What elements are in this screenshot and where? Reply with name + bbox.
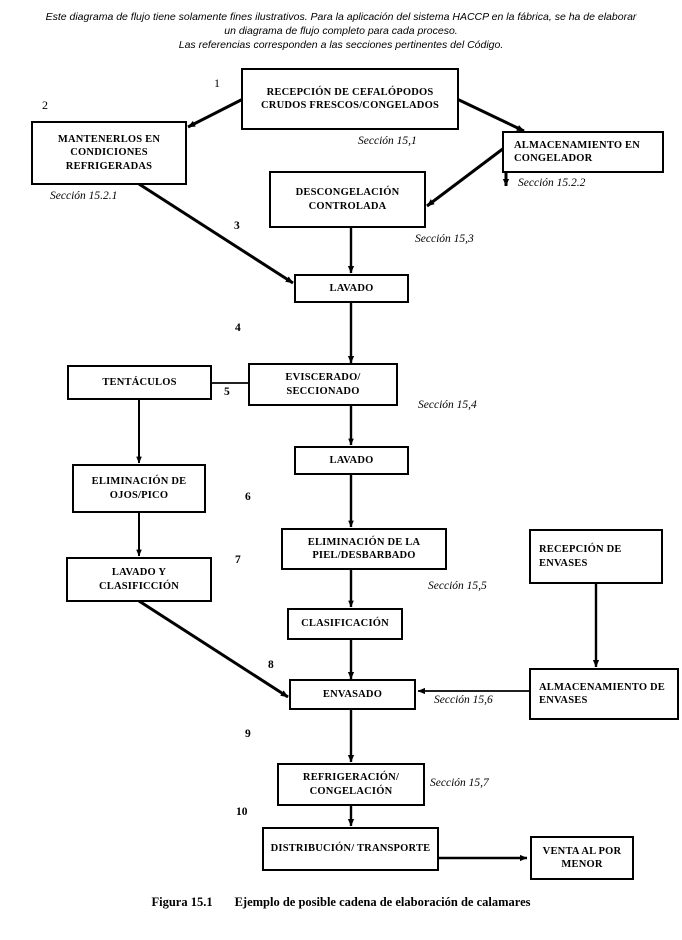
node-eliminacion-piel[interactable]: ELIMINACIÓN DE LA PIEL/DESBARBADO [281, 528, 447, 570]
node-recepcion-envases[interactable]: RECEPCIÓN DE ENVASES [529, 529, 663, 584]
step-number-5: 5 [224, 386, 230, 398]
node-clasificacion-label: CLASIFICACIÓN [301, 618, 389, 630]
node-lavado-1[interactable]: LAVADO [294, 274, 409, 303]
node-clasificacion[interactable]: CLASIFICACIÓN [287, 608, 403, 640]
section-label-15-7: Sección 15,7 [430, 777, 489, 789]
figure-number: Figura 15.1 [151, 895, 213, 909]
node-descongelacion[interactable]: DESCONGELACIÓN CONTROLADA [269, 171, 426, 228]
node-almacenamiento-congelador[interactable]: ALMACENAMIENTO EN CONGELADOR [502, 131, 664, 173]
section-label-15-2-2: Sección 15.2.2 [518, 177, 586, 189]
node-distribucion[interactable]: DISTRIBUCIÓN/ TRANSPORTE [262, 827, 439, 871]
node-lavado-clasificcion-label: LAVADO Y CLASIFICCIÓN [99, 567, 179, 592]
intro-note: Este diagrama de flujo tiene solamente f… [28, 10, 654, 52]
node-venta[interactable]: VENTA AL POR MENOR [530, 836, 634, 880]
node-distribucion-label: DISTRIBUCIÓN/ TRANSPORTE [270, 843, 431, 855]
step-number-4: 4 [235, 322, 241, 334]
node-almacenamiento-envases[interactable]: ALMACENAMIENTO DE ENVASES [529, 668, 679, 720]
node-refrigeracion-label: REFRIGERACIÓN/ CONGELACIÓN [302, 772, 400, 797]
node-recepcion-cefalopodos[interactable]: RECEPCIÓN DE CEFALÓPODOS CRUDOS FRESCOS/… [241, 68, 459, 130]
step-number-2: 2 [42, 98, 48, 112]
node-eviscerado[interactable]: EVISCERADO/ SECCIONADO [248, 363, 398, 406]
step-number-9: 9 [245, 728, 251, 740]
intro-line-3: Las referencias corresponden a las secci… [178, 39, 504, 51]
node-lavado-clasificcion[interactable]: LAVADO Y CLASIFICCIÓN [66, 557, 212, 602]
node-envasado-label: ENVASADO [322, 688, 383, 700]
node-refrigeracion[interactable]: REFRIGERACIÓN/ CONGELACIÓN [277, 763, 425, 806]
node-mantenerlos[interactable]: MANTENERLOS EN CONDICIONES REFRIGERADAS [31, 121, 187, 185]
section-label-15-6: Sección 15,6 [434, 694, 493, 706]
step-number-7: 7 [235, 554, 241, 566]
node-tentaculos-label: TENTÁCULOS [102, 376, 177, 388]
step-number-3: 3 [234, 220, 240, 232]
section-label-15-2-1: Sección 15.2.1 [50, 190, 118, 202]
section-label-15-4: Sección 15,4 [418, 399, 477, 411]
section-label-15-5: Sección 15,5 [428, 580, 487, 592]
node-tentaculos[interactable]: TENTÁCULOS [67, 365, 212, 400]
node-envasado[interactable]: ENVASADO [289, 679, 416, 710]
node-descongelacion-label: DESCONGELACIÓN CONTROLADA [295, 187, 400, 212]
node-venta-label: VENTA AL POR MENOR [542, 845, 622, 871]
node-eliminacion-ojos-label: ELIMINACIÓN DE OJOS/PICO [91, 476, 187, 501]
node-lavado-2-label: LAVADO [329, 454, 374, 466]
node-recepcion-cefalopodos-label: RECEPCIÓN DE CEFALÓPODOS CRUDOS FRESCOS/… [261, 86, 439, 112]
node-eliminacion-ojos[interactable]: ELIMINACIÓN DE OJOS/PICO [72, 464, 206, 513]
node-lavado-1-label: LAVADO [329, 282, 374, 294]
intro-line-2: un diagrama de flujo completo para cada … [224, 25, 458, 37]
node-eliminacion-piel-label: ELIMINACIÓN DE LA PIEL/DESBARBADO [307, 536, 421, 562]
node-almacenamiento-envases-label: ALMACENAMIENTO DE ENVASES [539, 681, 666, 707]
figure-caption: Figura 15.1 Ejemplo de posible cadena de … [0, 895, 682, 910]
intro-line-1: Este diagrama de flujo tiene solamente f… [45, 11, 637, 23]
node-lavado-2[interactable]: LAVADO [294, 446, 409, 475]
node-recepcion-envases-label: RECEPCIÓN DE ENVASES [539, 544, 622, 569]
step-number-10: 10 [236, 806, 248, 818]
step-number-6: 6 [245, 491, 251, 503]
step-number-1: 1 [214, 76, 220, 90]
node-mantenerlos-label: MANTENERLOS EN CONDICIONES REFRIGERADAS [57, 133, 161, 172]
section-label-15-3: Sección 15,3 [415, 233, 474, 245]
figure-title: Ejemplo de posible cadena de elaboración… [234, 895, 531, 909]
node-almacenamiento-congelador-label: ALMACENAMIENTO EN CONGELADOR [514, 139, 641, 165]
section-label-15-1: Sección 15,1 [358, 135, 417, 147]
step-number-8: 8 [268, 659, 274, 671]
node-eviscerado-label: EVISCERADO/ SECCIONADO [285, 372, 361, 397]
